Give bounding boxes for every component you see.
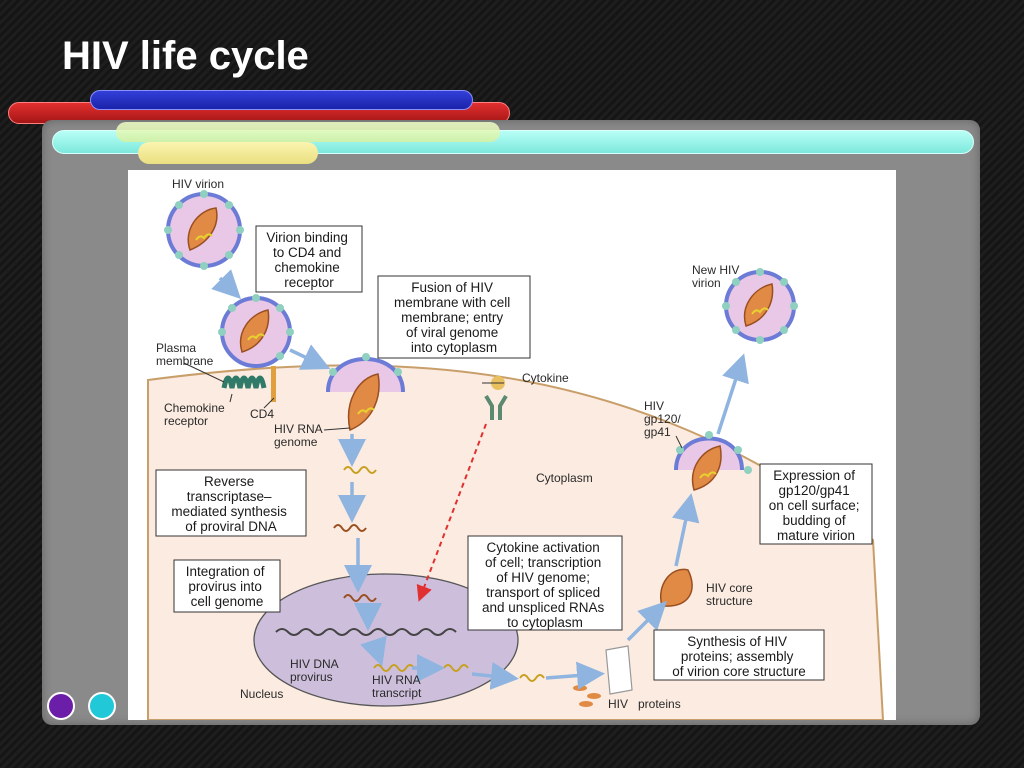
new-hiv-virion-icon xyxy=(722,268,798,344)
decorative-lime-bar xyxy=(116,122,500,142)
label-new-hiv: New HIV xyxy=(692,263,739,277)
hiv-dna-chromosome xyxy=(275,628,457,636)
label-genome: genome xyxy=(274,435,318,449)
label-gp120: gp120/ xyxy=(644,412,681,426)
label-new-virion: virion xyxy=(692,276,721,290)
cd4-shape xyxy=(271,366,276,402)
ribosome-shape xyxy=(605,645,633,695)
exported-rna-strand xyxy=(443,664,469,672)
box-virion-binding xyxy=(255,225,363,293)
box-reverse-transcriptase-text: Reverse transcriptase– mediated synthesi… xyxy=(171,474,290,534)
hiv-rna-genome-strand xyxy=(343,466,377,474)
label-receptor: receptor xyxy=(164,414,208,428)
box-expression-text: Expression of gp120/gp41 on cell surface… xyxy=(769,468,864,543)
label-hiv-dna: HIV DNA xyxy=(290,657,339,671)
label-cd4: CD4 xyxy=(250,407,274,421)
nav-dot-purple[interactable] xyxy=(47,692,75,720)
pathway-arrows xyxy=(211,269,749,690)
label-hiv: HIV xyxy=(644,399,664,413)
label-hiv-proteins: HIV proteins xyxy=(608,697,681,711)
hiv-protein-blob xyxy=(587,693,601,699)
label-structure: structure xyxy=(706,594,753,608)
label-hiv-rna: HIV RNA xyxy=(274,422,323,436)
hiv-virion-icon xyxy=(164,190,244,270)
box-reverse-transcriptase xyxy=(155,469,307,537)
box-cytokine-activation-text: Cytokine activation of cell; transcripti… xyxy=(482,540,608,630)
cytoplasm-rna-strand xyxy=(519,674,545,682)
box-integration xyxy=(173,559,281,613)
provirus-strand xyxy=(343,594,377,602)
chemokine-receptor-shape xyxy=(221,375,267,389)
fusion-virion-icon xyxy=(326,353,405,432)
nav-dot-cyan[interactable] xyxy=(88,692,116,720)
box-cytokine-activation xyxy=(467,535,623,631)
cytokine-signal-arrow xyxy=(416,423,487,602)
box-fusion xyxy=(377,275,531,359)
label-gp41: gp41 xyxy=(644,425,671,439)
box-fusion-text: Fusion of HIV membrane with cell membran… xyxy=(394,280,514,355)
label-cytoplasm: Cytoplasm xyxy=(536,471,593,485)
label-hiv-core: HIV core xyxy=(706,581,753,595)
label-cytokine: Cytokine xyxy=(522,371,569,385)
hiv-life-cycle-diagram: Virion binding to CD4 and chemokine rece… xyxy=(128,170,896,720)
label-plasma: Plasma xyxy=(156,341,196,355)
box-expression xyxy=(759,463,873,545)
slide-title: HIV life cycle xyxy=(62,34,309,78)
box-integration-text: Integration of provirus into cell genome xyxy=(186,564,269,609)
diagram-svg: Virion binding to CD4 and chemokine rece… xyxy=(147,177,885,720)
binding-virion-icon xyxy=(218,294,294,368)
box-synthesis-text: Synthesis of HIV proteins; assembly of v… xyxy=(672,634,806,679)
label-hiv-virion: HIV virion xyxy=(172,177,224,191)
decorative-yellow-bar xyxy=(138,142,318,164)
label-nucleus: Nucleus xyxy=(240,687,283,701)
hiv-protein-blob xyxy=(579,701,593,707)
label-provirus: provirus xyxy=(290,670,333,684)
label-membrane: membrane xyxy=(156,354,214,368)
label-transcript: transcript xyxy=(372,686,422,700)
label-chemokine: Chemokine xyxy=(164,401,225,415)
cytokine-receptor-shape xyxy=(484,394,508,420)
box-synthesis xyxy=(653,629,825,681)
proviral-dna-strand xyxy=(333,524,367,532)
hiv-protein-blob xyxy=(573,685,587,691)
hiv-core-structure-shape xyxy=(659,568,693,607)
label-hiv-rna-transcript: HIV RNA xyxy=(372,673,421,687)
decorative-blue-bar xyxy=(90,90,473,110)
hiv-rna-transcript-strand xyxy=(373,664,415,672)
box-virion-binding-text: Virion binding to CD4 and chemokine rece… xyxy=(266,230,351,290)
